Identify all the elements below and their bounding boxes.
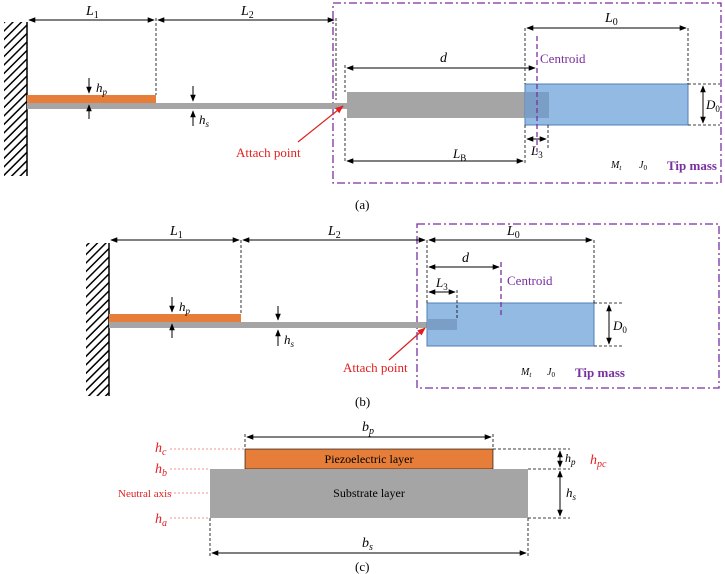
label-d-a: d [440, 51, 448, 66]
label-hp-a: hp [96, 80, 108, 97]
label-D0-b: D0 [612, 318, 627, 335]
tip-mass-label-a: Tip mass [667, 158, 717, 173]
label-L0-b: L0 [506, 224, 520, 241]
caption-b: (b) [355, 394, 370, 409]
extension-lines-b [240, 240, 624, 347]
caption-a: (a) [355, 197, 369, 212]
clamp-wall [4, 22, 27, 176]
tip-mass-label-b: Tip mass [575, 365, 625, 380]
label-hs-a: hs [199, 112, 210, 129]
dims-c [211, 434, 563, 556]
label-bs: bs [362, 536, 373, 553]
substrate-layer-c [210, 469, 528, 518]
substrate-beam-a [27, 103, 347, 109]
panel-b: L1 L2 L0 d L3 Centroid hp hs D0 Attach p… [86, 223, 720, 409]
overlap-b [427, 319, 457, 330]
extension-lines-a [155, 18, 720, 163]
label-bp: bp [362, 420, 374, 437]
attach-label-b: Attach point [343, 360, 408, 375]
clamp-wall-b [86, 243, 109, 396]
label-L3-b: L3 [435, 275, 448, 292]
tip-mass-box-b [416, 223, 720, 389]
tip-mass-box [332, 2, 722, 184]
label-LB-a: LB [452, 146, 466, 163]
label-Mt-b: Mt [520, 367, 532, 379]
label-ha: ha [155, 512, 167, 529]
centroid-label-b: Centroid [507, 273, 553, 288]
panel-a: L1 L2 L0 d Centroid hp hs D0 Attach poin… [4, 2, 722, 212]
extension-lines-c [209, 434, 570, 557]
panel-c: bp bs hc hb Neutral axis ha Piezoelectri… [118, 420, 607, 574]
label-J0-a: J0 [639, 160, 647, 172]
attach-arrow-a [297, 105, 344, 143]
label-hp-c: hp [565, 451, 576, 467]
neutral-axis-label: Neutral axis [118, 488, 171, 500]
label-L2-b: L2 [327, 224, 341, 241]
dims-a [28, 17, 706, 164]
label-hc: hc [155, 441, 167, 458]
label-hpc: hpc [590, 453, 607, 470]
level-lines-c [170, 448, 245, 519]
tip-mass-a [524, 83, 689, 126]
dims-b [110, 237, 612, 346]
label-hp-b: hp [179, 299, 191, 316]
attach-arrow-b [388, 327, 426, 361]
label-hs-b: hs [284, 332, 295, 349]
label-L2-a: L2 [240, 4, 254, 21]
label-J0-b: J0 [547, 367, 555, 379]
piezo-layer-b [109, 314, 241, 322]
attach-block-a [347, 92, 525, 118]
attach-label-a: Attach point [236, 145, 301, 160]
centroid-label-a: Centroid [540, 51, 586, 66]
piezo-layer-label: Piezoelectric layer [325, 452, 414, 466]
label-L0-a: L0 [604, 11, 618, 28]
substrate-layer-label: Substrate layer [333, 486, 405, 500]
label-hs-c: hs [566, 485, 577, 502]
label-Mt-a: Mt [610, 160, 622, 172]
label-L1-a: L1 [85, 4, 99, 21]
label-D0-a: D0 [705, 97, 720, 114]
label-hb: hb [155, 462, 167, 479]
label-L3-a: L3 [530, 143, 543, 160]
label-L1-b: L1 [169, 224, 183, 241]
piezo-layer-a [27, 95, 156, 103]
substrate-beam-b [109, 322, 429, 328]
label-d-b: d [462, 251, 470, 266]
caption-c: (c) [355, 559, 369, 574]
